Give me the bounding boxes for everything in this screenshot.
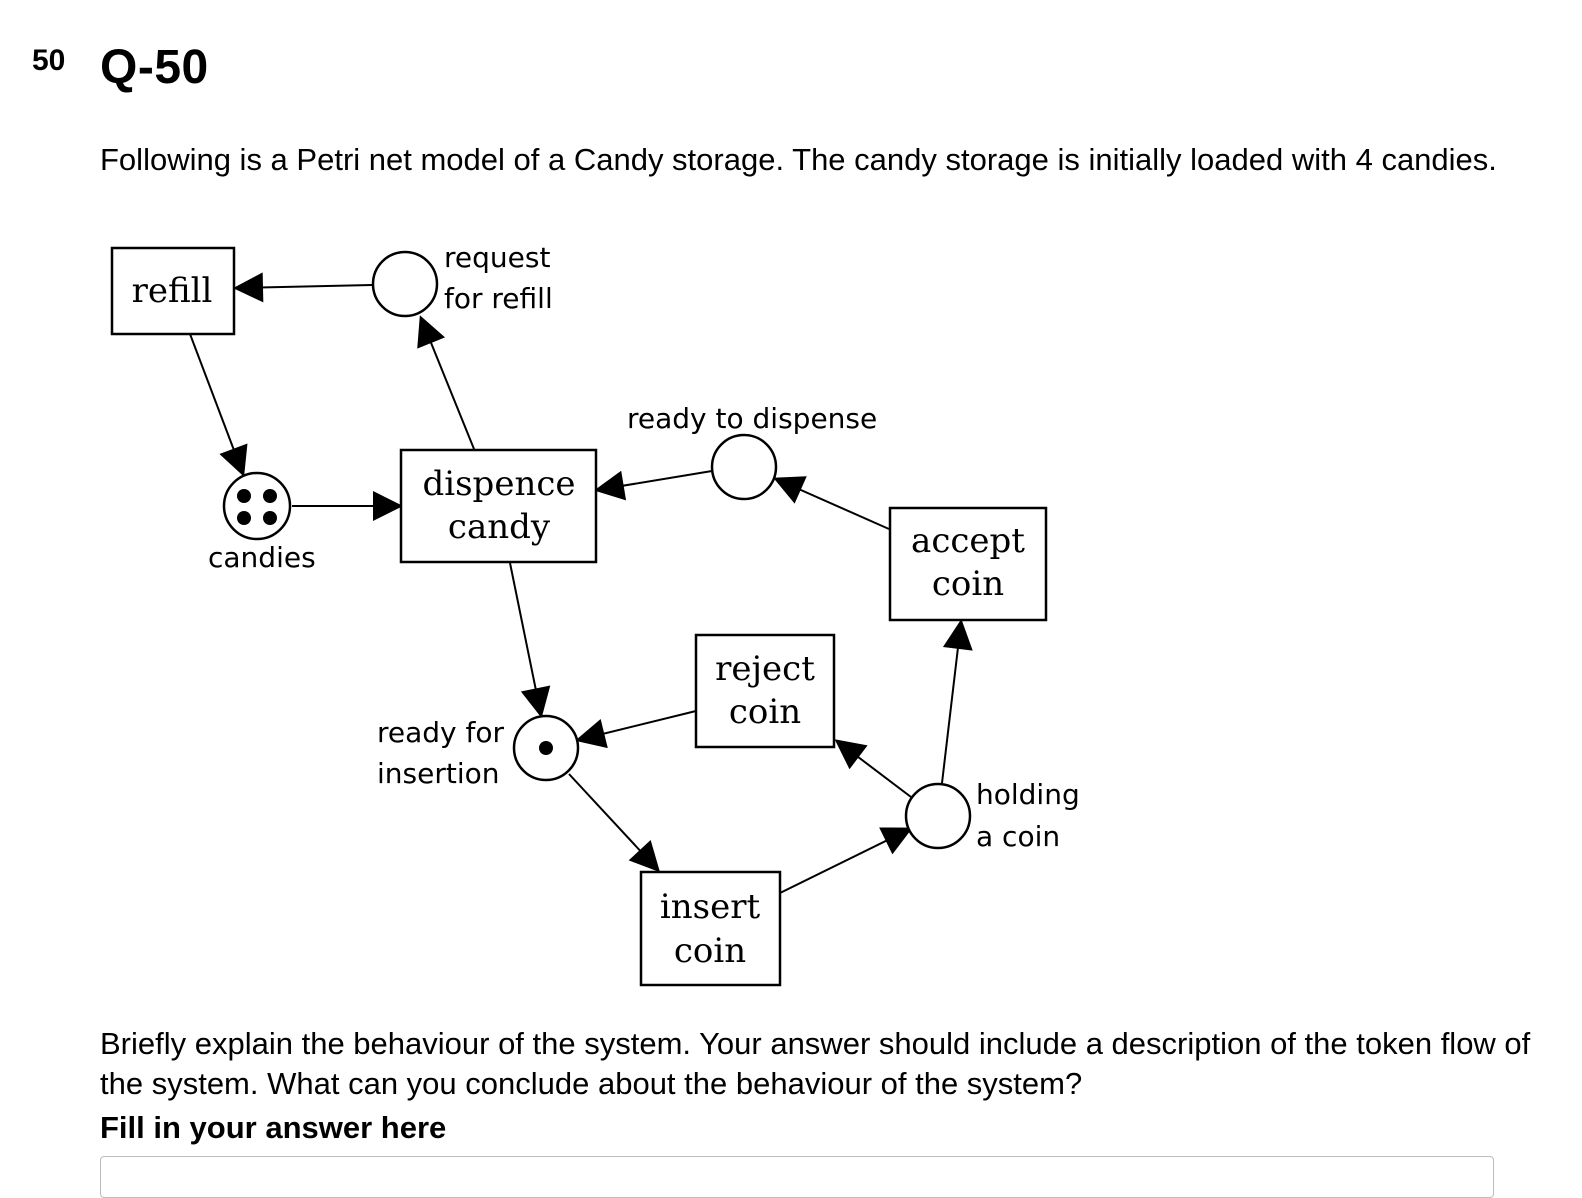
place-candies-label: candies (208, 541, 316, 574)
transition-dispense-label-line2: candy (448, 507, 551, 547)
transition-accept-label-line1: accept (911, 521, 1025, 561)
transition-dispense-label-line1: dispence (422, 464, 575, 504)
transition-refill: refill (110, 246, 236, 336)
place-ready-insert-label-line1: ready for (377, 716, 505, 749)
place-request-for-refill (371, 250, 439, 318)
arc-holding-to-reject (834, 739, 912, 798)
transition-refill-label: refill (132, 271, 213, 311)
place-ready-insert-label-line2: insertion (377, 757, 500, 790)
transition-accept-coin: accept coin (888, 506, 1048, 622)
place-holding-label-line1: holding (976, 778, 1080, 811)
arc-request-to-refill (233, 272, 373, 303)
transition-accept-label-line2: coin (932, 564, 1004, 604)
petri-net-diagram: refill dispence candy accept coin reject… (110, 241, 1080, 987)
transition-reject-label-line2: coin (729, 692, 801, 732)
place-holding-label-line2: a coin (976, 820, 1060, 853)
token (237, 511, 251, 525)
token (263, 511, 277, 525)
answer-label: Fill in your answer here (100, 1110, 447, 1145)
question-number: 50 (32, 44, 66, 77)
arc-reject-to-ready-insert (575, 710, 697, 749)
arc-insert-to-holding (779, 827, 913, 894)
arc-refill-to-candies (189, 333, 248, 477)
token (237, 489, 251, 503)
transition-reject-coin: reject coin (694, 633, 836, 749)
transition-insert-coin: insert coin (639, 870, 782, 987)
place-holding-a-coin (904, 782, 972, 850)
place-ready-for-insertion (512, 714, 580, 782)
transition-dispense-candy: dispence candy (399, 448, 598, 564)
place-request-label-line2: for refill (444, 282, 553, 315)
token (263, 489, 277, 503)
place-request-label-line1: request (444, 241, 550, 274)
question-intro-text: Following is a Petri net model of a Cand… (100, 142, 1497, 177)
arc-accept-to-ready-dispense (773, 476, 890, 530)
place-ready-dispense-label: ready to dispense (627, 402, 877, 435)
place-candies (222, 471, 292, 541)
arc-ready-insert-to-insert (568, 773, 661, 873)
arc-dispense-to-ready-insert (509, 562, 551, 718)
answer-input[interactable] (100, 1156, 1494, 1198)
arc-ready-dispense-to-dispense (594, 470, 713, 501)
question-title: Q-50 (100, 41, 209, 94)
transition-insert-label-line2: coin (674, 931, 746, 971)
transition-reject-label-line1: reject (715, 649, 815, 689)
transition-insert-label-line1: insert (660, 887, 761, 927)
place-ready-to-dispense (710, 433, 778, 501)
arc-holding-to-accept (941, 619, 973, 784)
token (539, 741, 553, 755)
arc-dispense-to-request (417, 315, 475, 450)
question-prompt-text: Briefly explain the behaviour of the sys… (100, 1026, 1531, 1101)
